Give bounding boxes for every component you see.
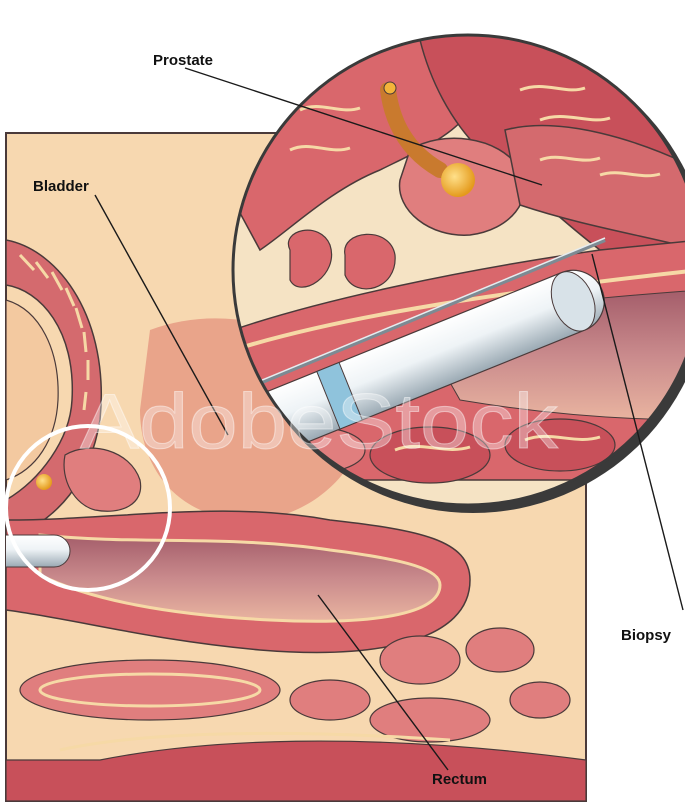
label-bladder: Bladder bbox=[33, 178, 89, 195]
label-prostate: Prostate bbox=[153, 52, 213, 69]
label-rectum: Rectum bbox=[432, 771, 487, 788]
prostate-gland bbox=[441, 163, 475, 197]
watermark: AdobeStock bbox=[80, 377, 559, 465]
label-biopsy: Biopsy bbox=[621, 627, 672, 644]
small-prostate-gland bbox=[36, 474, 52, 490]
